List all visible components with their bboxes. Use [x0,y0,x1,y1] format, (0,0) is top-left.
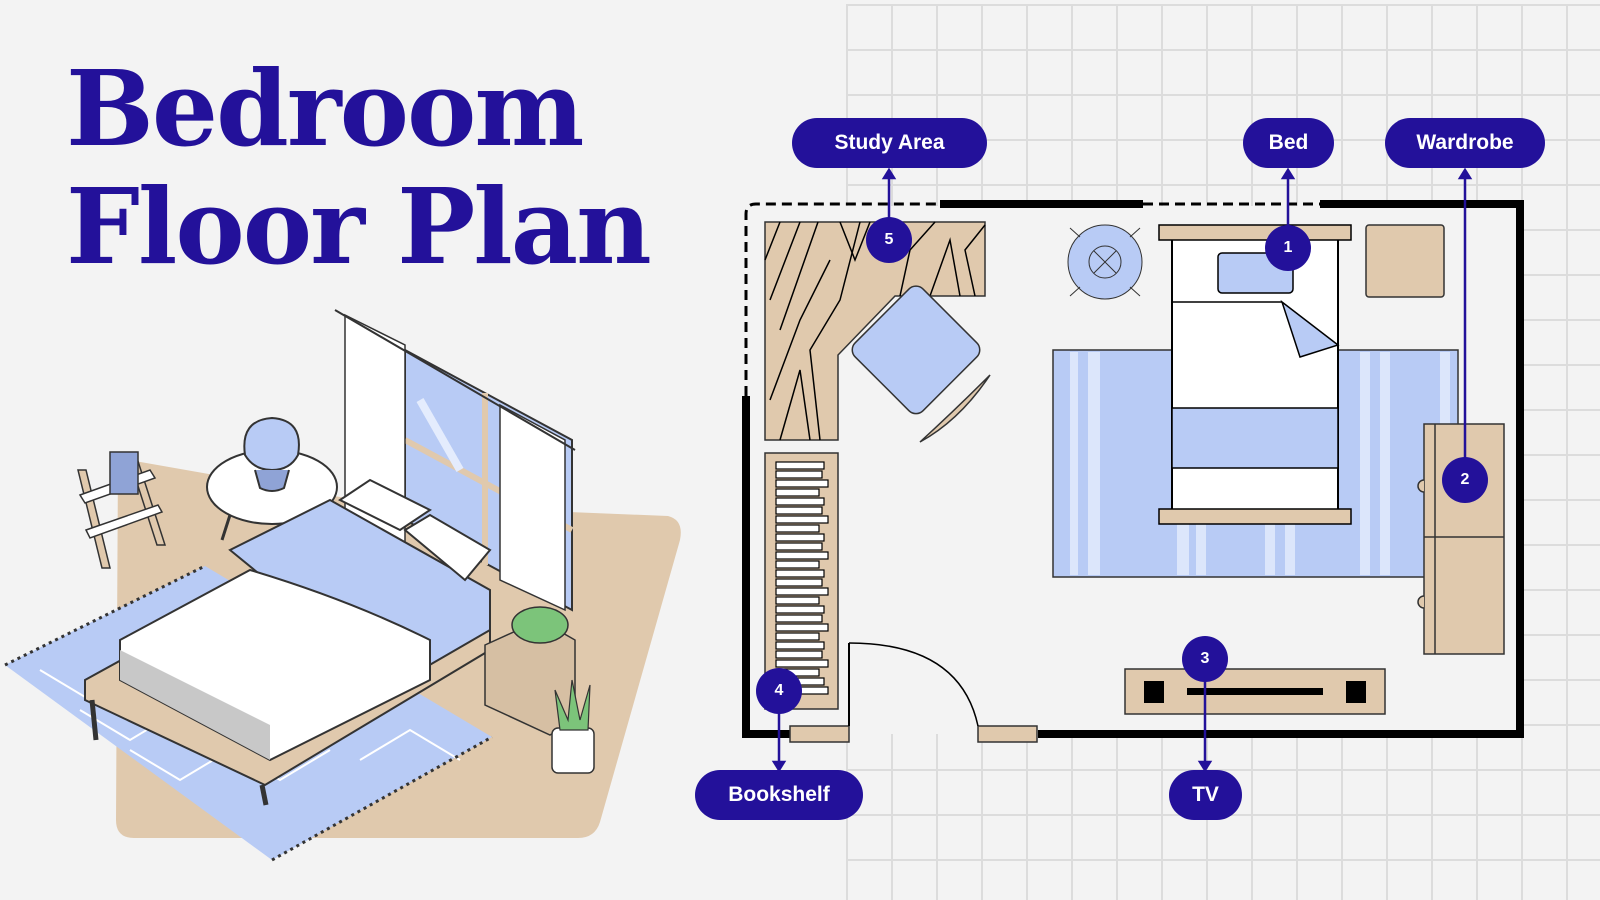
marker-wardrobe[interactable]: 2 [1442,457,1488,503]
marker-bookshelf[interactable]: 4 [756,668,802,714]
isometric-bedroom-illustration [4,309,681,862]
curtain-rod [334,309,576,451]
page-title: Bedroom Floor Plan [66,47,652,288]
ceiling-light-icon [1067,224,1143,300]
snake-plant-icon [551,679,595,774]
bookshelf-plan-icon [764,452,839,710]
nightstand-plan-icon [1365,224,1445,298]
label-study-area[interactable]: Study Area [792,118,987,168]
title-line-1: Bedroom [66,47,584,170]
label-tv[interactable]: TV [1169,770,1242,820]
label-bookshelf[interactable]: Bookshelf [695,770,863,820]
chair-icon [851,285,991,443]
l-shaped-desk-icon [764,221,986,441]
label-bed[interactable]: Bed [1243,118,1334,168]
side-table-lamp-icon [206,416,338,541]
marker-study-area[interactable]: 5 [866,217,912,263]
marker-tv[interactable]: 3 [1182,636,1228,682]
walls [742,200,1524,738]
label-wardrobe[interactable]: Wardrobe [1385,118,1545,168]
tv-stand-icon [1124,668,1386,715]
marker-bed[interactable]: 1 [1265,225,1311,271]
curtain-right [499,403,566,612]
bed-plan-icon [1158,224,1352,525]
bed-illustration-icon [84,478,492,806]
door-icon [789,642,1038,743]
window-openings [744,202,1320,396]
title-line-2: Floor Plan [66,165,652,288]
ladder-shelf-icon [77,451,167,569]
